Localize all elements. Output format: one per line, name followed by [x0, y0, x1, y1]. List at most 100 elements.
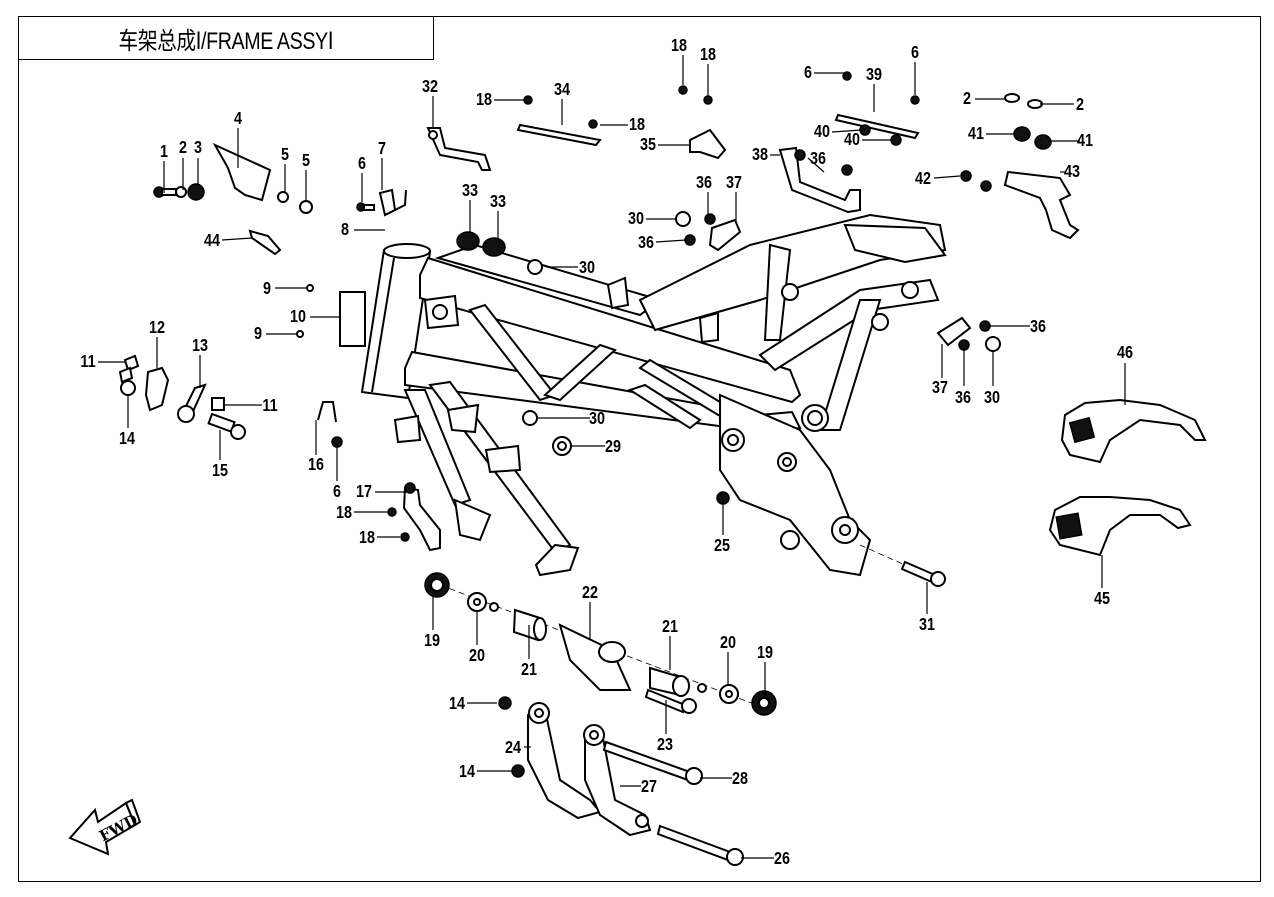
part-number-label: 26: [774, 849, 790, 869]
plate-34: [516, 123, 602, 147]
part-number-label: 31: [919, 615, 935, 635]
part-number-label: 44: [204, 231, 220, 251]
part-number-label: 40: [814, 122, 830, 142]
part-group-pivot-left: [118, 354, 246, 440]
part-number-label: 35: [640, 135, 656, 155]
callout-18: 18: [336, 503, 388, 523]
callout-2: 2: [179, 138, 187, 190]
part-number-label: 40: [844, 130, 860, 150]
part-number-label: 18: [476, 90, 492, 110]
part-number-label: 13: [192, 336, 208, 356]
part-number-label: 18: [629, 115, 645, 135]
part-number-label: 19: [757, 643, 773, 663]
clip-7: [378, 188, 397, 217]
rear-subframe-lower: [758, 278, 940, 372]
part-number-label: 18: [700, 45, 716, 65]
rear-frame-diag: [763, 243, 792, 341]
part-number-label: 9: [254, 324, 262, 344]
leader-line: [655, 239, 687, 243]
leader-line: [807, 157, 825, 173]
callout-15: 15: [212, 430, 228, 480]
callout-30: 30: [628, 209, 676, 229]
part-number-label: 9: [263, 279, 271, 299]
callout-9: 9: [263, 279, 308, 299]
callout-37: 37: [726, 173, 742, 222]
callout-29: 29: [570, 437, 621, 457]
callout-38: 38: [752, 145, 780, 164]
part-number-label: 45: [1094, 589, 1110, 609]
part-number-label: 10: [290, 307, 306, 327]
part-number-label: 8: [341, 220, 349, 240]
pad-44: [248, 229, 282, 256]
callout-18: 18: [600, 115, 645, 135]
callout-1: 1: [160, 142, 168, 193]
part-number-label: 30: [984, 388, 1000, 408]
callout-28: 28: [700, 769, 748, 788]
part-group-rear-brackets: [678, 71, 920, 214]
cross-brace-2: [543, 343, 617, 402]
bracket-38: [778, 146, 861, 214]
part-group-chain-guide: [153, 142, 313, 256]
callout-2: 2: [1040, 95, 1084, 114]
part-number-label: 36: [955, 388, 971, 408]
part-number-label: 14: [459, 762, 475, 782]
callout-40: 40: [814, 122, 863, 142]
part-number-label: 22: [582, 583, 598, 603]
part-number-label: 27: [641, 777, 657, 797]
callout-30: 30: [538, 409, 605, 428]
grommet-41a: [1013, 126, 1031, 142]
callout-45: 45: [1094, 555, 1110, 608]
callout-22: 22: [582, 583, 598, 640]
top-rail: [419, 256, 802, 404]
bolt-26: [656, 824, 732, 862]
part-number-label: 30: [579, 258, 595, 278]
part-number-label: 6: [804, 63, 812, 83]
part-number-label: 18: [336, 503, 352, 523]
callout-2: 2: [963, 89, 1005, 108]
part-group-linkage: [424, 572, 777, 866]
part-number-label: 36: [1030, 317, 1046, 337]
front-engine-mount-left: [453, 498, 492, 542]
part-number-label: 39: [866, 65, 882, 85]
part-number-label: 43: [1064, 162, 1080, 182]
callout-41: 41: [968, 124, 1015, 143]
part-group-pivot-bolt: [859, 544, 946, 587]
part-number-label: 20: [720, 633, 736, 653]
cross-brace-3: [627, 383, 702, 430]
callout-11: 11: [225, 396, 278, 415]
callout-39: 39: [866, 65, 882, 112]
part-number-label: 21: [662, 617, 678, 637]
cover-45: [1048, 496, 1192, 557]
callout-46: 46: [1117, 343, 1133, 405]
frame-tab: [698, 311, 719, 344]
part-number-label: 3: [194, 138, 202, 158]
part-group-clip: [356, 188, 407, 217]
part-group-bracket-37-bottom: [936, 316, 1001, 352]
tank-mount: [606, 276, 630, 310]
part-number-label: 41: [1077, 131, 1093, 151]
engine-bracket-3: [484, 444, 522, 474]
part-number-label: 36: [810, 149, 826, 169]
part-number-label: 36: [696, 173, 712, 193]
part-number-label: 29: [605, 437, 621, 457]
link-27: [584, 731, 652, 837]
part-number-label: 32: [422, 77, 438, 97]
page-title: 车架总成Ⅰ/FRAME ASSYⅠ: [118, 27, 334, 55]
callout-18: 18: [671, 36, 687, 85]
callout-30: 30: [546, 258, 595, 278]
part-group-top-brackets: [426, 95, 602, 257]
part-number-label: 11: [80, 352, 95, 372]
nut-14a: [120, 380, 136, 396]
part-number-label: 30: [628, 209, 644, 229]
bracket-35: [689, 128, 727, 160]
callout-40: 40: [844, 130, 893, 150]
engine-bracket-2: [446, 403, 480, 434]
part-number-label: 14: [119, 429, 135, 449]
washer-5a: [277, 191, 289, 203]
bracket-39: [834, 113, 920, 140]
part-number-label: 19: [424, 631, 440, 651]
part-group-spacers: [522, 410, 730, 505]
main-frame: [360, 213, 947, 577]
callout-34: 34: [554, 80, 570, 125]
